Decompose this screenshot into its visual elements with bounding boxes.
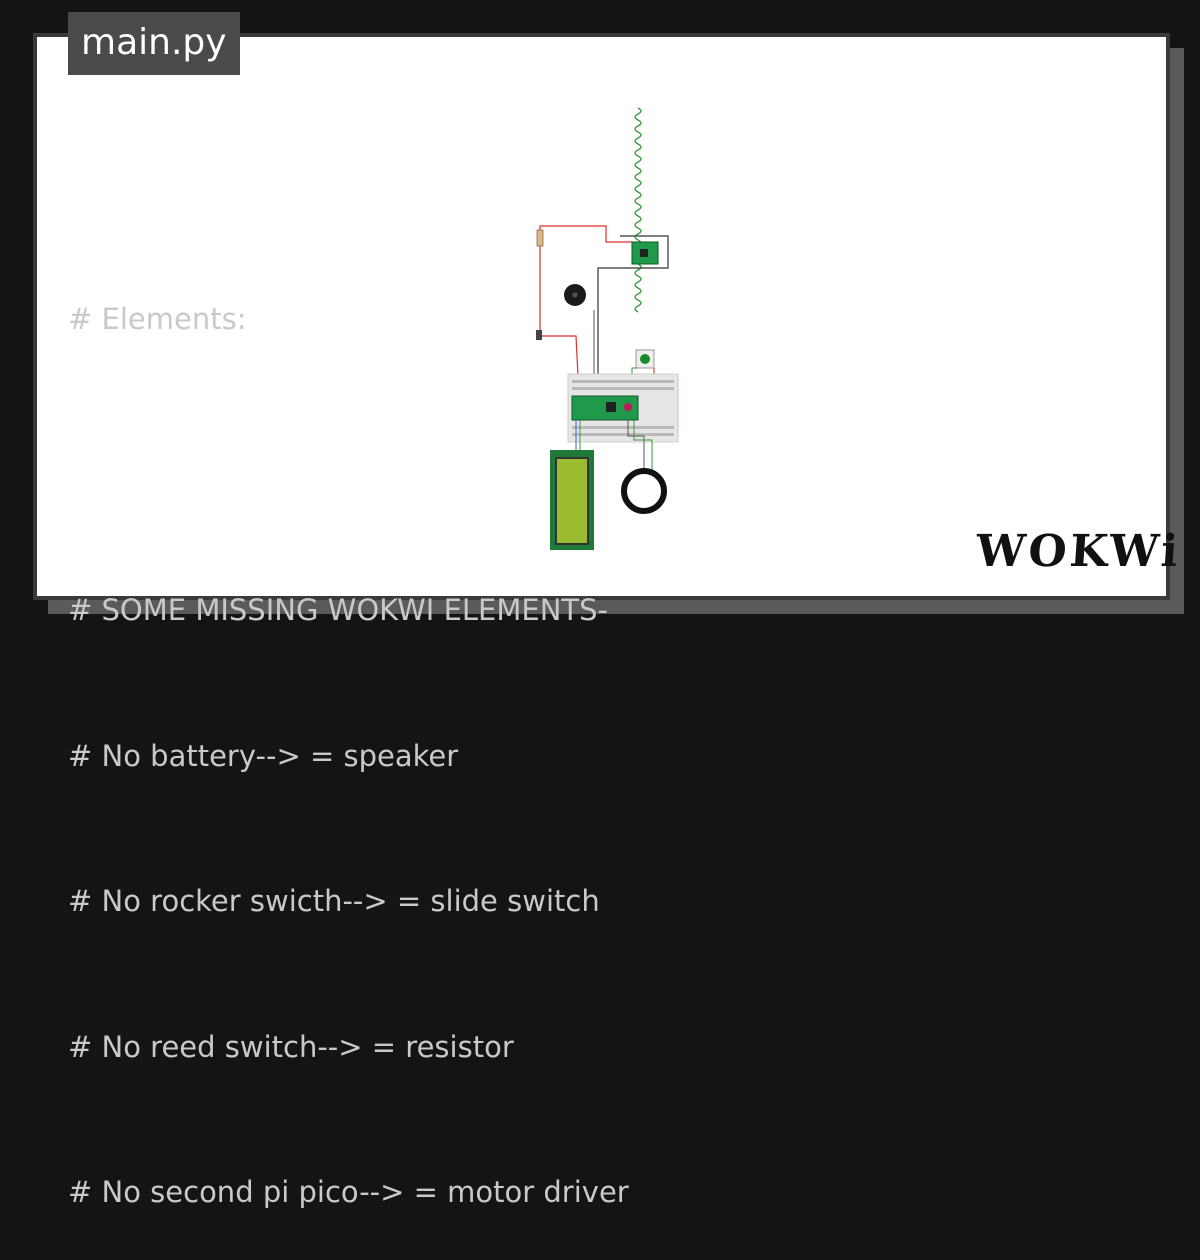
wire-dark: [597, 235, 669, 376]
code-line: # No battery--> = speaker: [68, 738, 459, 773]
wire-green: [633, 420, 653, 470]
circuit-diagram: [536, 107, 679, 550]
code-line: # No second pi pico--> = motor driver: [68, 1175, 629, 1209]
wire-gray: [627, 420, 645, 470]
code-line: # No rocker swicth--> = slide switch: [68, 884, 600, 918]
slide-switch: [536, 330, 542, 340]
wire-red: [539, 225, 632, 243]
code-line: # Elements:: [68, 302, 247, 336]
preview-card: [33, 33, 1170, 600]
resistor: [536, 229, 544, 247]
wire-red: [539, 246, 590, 377]
antenna-coil: [634, 107, 642, 313]
code-line: # No reed switch--> = resistor: [68, 1029, 514, 1064]
code-line: # SOME MISSING WOKWI ELEMENTS-: [68, 593, 608, 627]
neopixel-ring: [621, 468, 667, 514]
file-tab[interactable]: main.py: [68, 12, 240, 75]
wokwi-logo: WOKWi: [974, 526, 1183, 577]
